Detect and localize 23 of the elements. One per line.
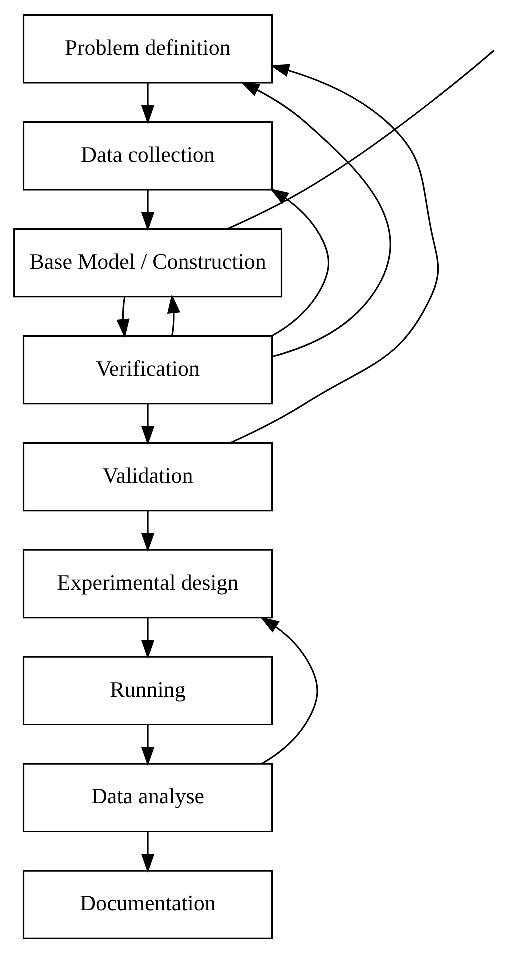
arrow: [270, 188, 330, 336]
node-box: Running: [22, 656, 274, 726]
arrow: [141, 189, 155, 231]
arrow: [167, 294, 181, 336]
connector: [227, 50, 495, 230]
node-box: Experimental design: [22, 548, 274, 618]
node-box: Data collection: [22, 120, 274, 190]
node-box: Verification: [22, 334, 274, 404]
arrow: [116, 296, 130, 338]
node-box: Problem definition: [22, 14, 274, 84]
arrow: [141, 831, 155, 873]
arrow: [141, 724, 155, 766]
node-box: Documentation: [22, 870, 274, 939]
arrow: [141, 82, 155, 124]
arrow: [141, 510, 155, 552]
arrow: [141, 617, 155, 659]
arrow: [230, 64, 439, 444]
node-box: Base Model / Construction: [14, 228, 283, 298]
arrow: [141, 403, 155, 445]
arrow: [260, 616, 318, 764]
arrow: [240, 81, 392, 358]
node-box: Data analyse: [22, 762, 274, 832]
node-box: Validation: [22, 442, 274, 512]
